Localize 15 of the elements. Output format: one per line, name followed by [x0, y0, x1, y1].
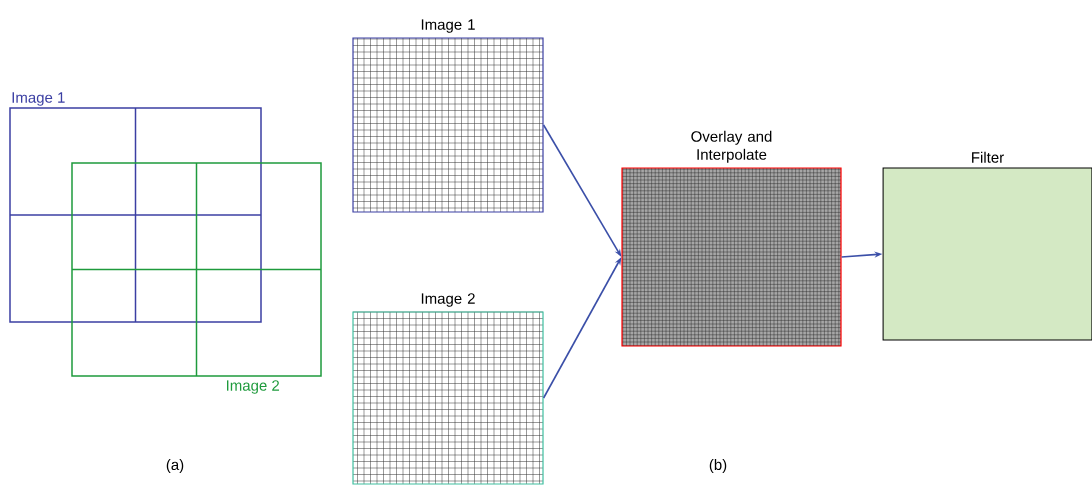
node-title: Overlay and Interpolate [691, 130, 772, 163]
panel-label: (a) [166, 459, 184, 473]
image-outline [71, 162, 322, 394]
filter-box [882, 151, 1092, 341]
node-title: Image 1 [12, 92, 65, 106]
node-title: Image 1 [421, 19, 475, 33]
panel-label: (b) [709, 459, 727, 473]
node-title: Image 2 [227, 380, 280, 394]
grid-image [621, 130, 842, 347]
arrow [542, 124, 622, 257]
grid-image [352, 293, 544, 485]
grid-image [352, 19, 544, 213]
node-title: Image 2 [421, 293, 475, 307]
image-outline [9, 92, 262, 323]
node-title: Filter [972, 151, 1004, 163]
